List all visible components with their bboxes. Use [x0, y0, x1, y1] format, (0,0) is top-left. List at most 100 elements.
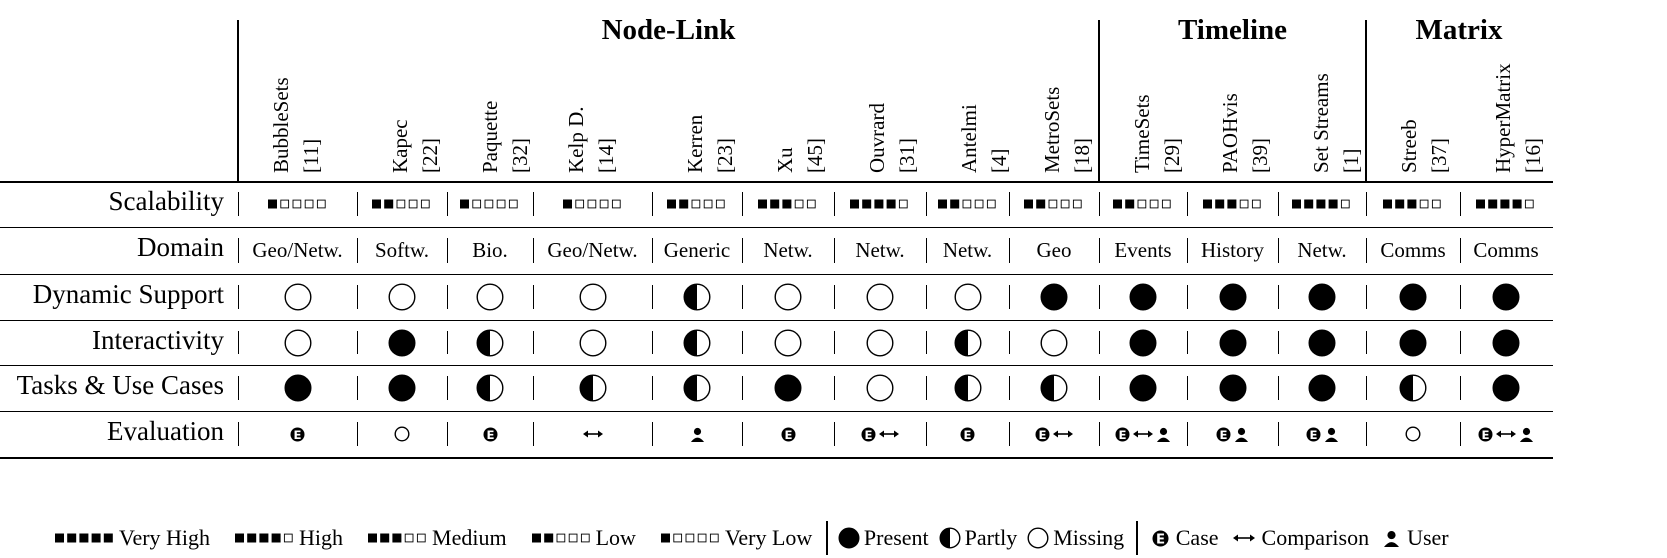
cell-evaluation: E: [834, 411, 926, 457]
cell-divider: [742, 192, 744, 216]
column-name: Kelp D.: [564, 106, 588, 174]
column-name: Set Streams: [1309, 73, 1333, 173]
row-label-scalability: Scalability: [108, 186, 224, 216]
filled-circle-icon: [1218, 328, 1247, 357]
scalability-level-3-icon: [1382, 198, 1444, 210]
cell-divider: [1366, 422, 1368, 446]
cell-divider: [834, 376, 836, 400]
column-reference: [14]: [594, 138, 618, 173]
column-reference: [4]: [987, 148, 1011, 174]
cell-domain: Comms: [1460, 227, 1552, 274]
cell-scalability: [1366, 181, 1460, 227]
column-reference: [32]: [508, 138, 532, 173]
cell-interactivity: [652, 320, 742, 365]
scalability-level-1-icon: [459, 198, 521, 210]
comparison-arrow-icon: [879, 428, 899, 440]
cell-evaluation: E: [1460, 411, 1552, 457]
cell-interactivity: [1099, 320, 1187, 365]
cell-divider: [1009, 238, 1011, 263]
user-study-icon: [690, 427, 705, 442]
user-study-icon: [1519, 427, 1534, 442]
cell-divider: [1099, 192, 1101, 216]
domain-text: Netw.: [942, 238, 993, 262]
scalability-level-5-icon: [54, 532, 116, 544]
svg-text:E: E: [1156, 532, 1165, 546]
case-study-icon: E: [781, 427, 796, 442]
cell-divider: [926, 422, 928, 446]
cell-divider: [926, 238, 928, 263]
row-divider: [0, 227, 1553, 229]
empty-circle-icon: [774, 283, 802, 311]
scalability-level-4-icon: [234, 532, 296, 544]
column-name: MetroSets: [1040, 86, 1064, 173]
filled-circle-icon: [1492, 374, 1520, 402]
cell-divider: [238, 376, 240, 400]
cell-divider: [1009, 422, 1011, 446]
empty-circle-icon: [578, 328, 607, 357]
empty-circle-icon: [476, 283, 504, 311]
cell-dynamic: [1366, 274, 1460, 320]
cell-divider: [1460, 422, 1462, 446]
cell-divider: [447, 422, 449, 446]
group-title-timeline: Timeline: [1177, 14, 1288, 46]
legend-label: Low: [595, 525, 636, 550]
cell-domain: Geo: [1009, 227, 1099, 274]
cell-divider: [652, 422, 654, 446]
column-reference: [37]: [1427, 138, 1451, 173]
cell-divider: [742, 331, 744, 354]
cell-divider: [742, 285, 744, 309]
scalability-level-3-icon: [367, 532, 429, 544]
column-name: Kapec: [388, 119, 412, 173]
comparison-arrow-icon: [1496, 428, 1516, 440]
column-name: Streeb: [1397, 119, 1421, 173]
cell-dynamic: [533, 274, 652, 320]
filled-circle-icon: [388, 328, 416, 357]
cell-divider: [1187, 192, 1189, 216]
cell-scalability: [834, 181, 926, 227]
cell-divider: [1278, 238, 1280, 263]
domain-text: Generic: [663, 238, 731, 262]
case-study-icon: E: [290, 427, 305, 442]
cell-divider: [834, 422, 836, 446]
filled-circle-icon: [1129, 374, 1157, 402]
filled-circle-icon: [1129, 283, 1157, 311]
cell-evaluation: [357, 411, 447, 457]
cell-domain: Netw.: [742, 227, 834, 274]
empty-circle-icon: [394, 426, 410, 442]
cell-divider: [238, 285, 240, 309]
row-divider: [0, 181, 1553, 184]
legend-item-support: Present: [838, 525, 929, 551]
scalability-level-2-icon: [666, 198, 728, 210]
cell-domain: Netw.: [1278, 227, 1366, 274]
cell-divider: [652, 285, 654, 309]
cell-dynamic: [447, 274, 533, 320]
domain-text: Bio.: [472, 238, 508, 262]
cell-tasks: [357, 365, 447, 411]
group-title-node-link: Node-Link: [601, 14, 736, 46]
column-name: Ouvrard: [865, 103, 889, 173]
domain-text: Geo: [1036, 238, 1072, 262]
column-reference: [39]: [1248, 138, 1272, 173]
cell-interactivity: [1460, 320, 1552, 365]
cell-dynamic: [1460, 274, 1552, 320]
cell-interactivity: [1366, 320, 1460, 365]
cell-interactivity: [1009, 320, 1099, 365]
row-divider: [0, 274, 1553, 276]
legend-item-evaluation: E Case: [1152, 525, 1219, 551]
cell-divider: [533, 192, 535, 216]
column-name: BubbleSets: [269, 77, 293, 173]
legend-divider: [1136, 521, 1138, 555]
filled-circle-icon: [1308, 328, 1336, 357]
cell-divider: [1278, 422, 1280, 446]
empty-circle-icon: [774, 328, 802, 357]
cell-domain: History: [1187, 227, 1278, 274]
cell-interactivity: [834, 320, 926, 365]
cell-divider: [238, 192, 240, 216]
legend-item-support: Missing: [1027, 525, 1124, 551]
legend-label: Case: [1175, 525, 1219, 550]
filled-circle-icon: [1040, 283, 1068, 311]
cell-tasks: [926, 365, 1009, 411]
svg-text:E: E: [1119, 428, 1127, 442]
row-label-tasks: Tasks & Use Cases: [16, 370, 224, 400]
